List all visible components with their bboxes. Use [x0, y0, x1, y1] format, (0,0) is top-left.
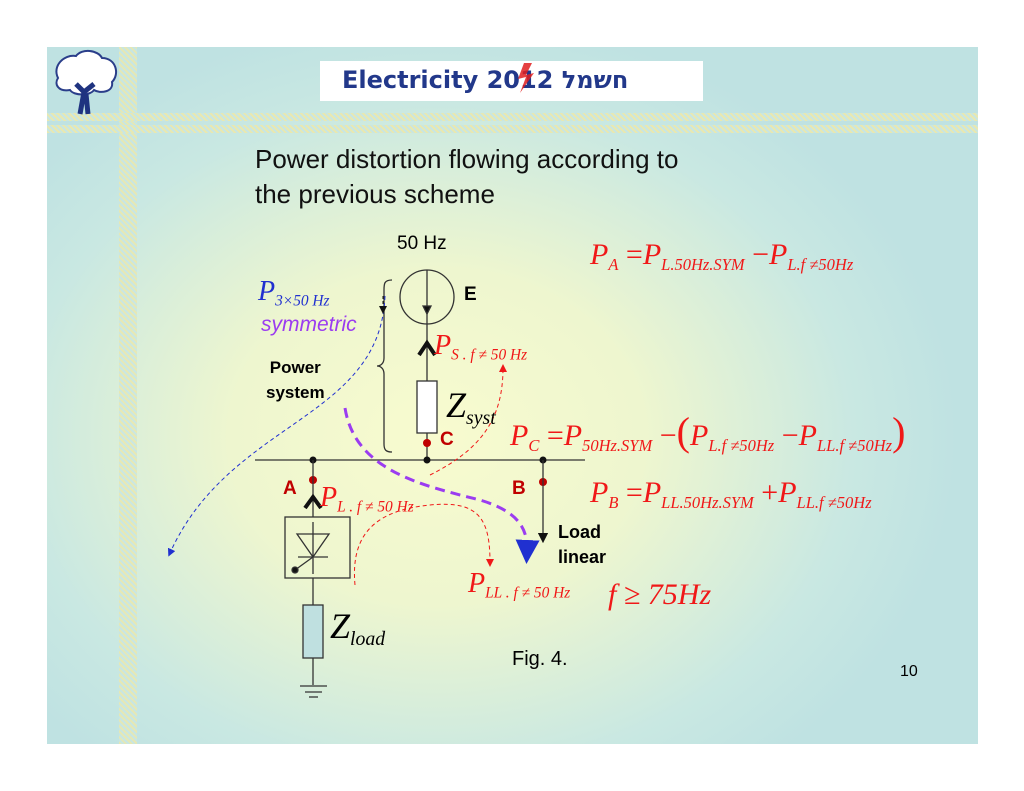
flow-harmonic-load-arrow — [353, 503, 494, 586]
z-load-label: Zload — [330, 606, 386, 650]
title-line: Power distortion flowing according to — [255, 144, 679, 174]
figure-caption: Fig. 4. — [512, 648, 568, 670]
node-c-label: C — [440, 429, 454, 450]
p-3x50-label: P3×50 Hz — [258, 276, 330, 310]
equation-pa: PA =PL.50Hz.SYM −PL.f ≠50Hz — [590, 238, 854, 274]
source-frequency-label: 50 Hz — [397, 233, 447, 254]
title-line: the previous scheme — [255, 179, 495, 209]
page-number: 10 — [900, 663, 918, 680]
equation-pb: PB =PLL.50Hz.SYM +PLL.f ≠50Hz — [590, 476, 872, 512]
decorative-stripe — [47, 125, 978, 133]
decorative-stripe — [119, 47, 137, 744]
flow-3x50-arrow — [168, 295, 386, 557]
p-l-label: PL . f ≠ 50 Hz — [320, 482, 414, 516]
z-syst-label: Zsyst — [446, 385, 496, 429]
equation-pc: PC =P50Hz.SYM −(PL.f ≠50Hz −PLL.f ≠50Hz) — [510, 409, 906, 455]
symmetric-label: symmetric — [261, 313, 357, 336]
logo-banner: Electricity 2012 חשמל — [320, 61, 703, 101]
load-branch — [284, 460, 351, 698]
slide-title: Power distortion flowing according to th… — [255, 142, 678, 212]
flow-symmetric-arrow — [343, 407, 540, 564]
node-b-label: B — [512, 478, 526, 499]
tree-logo-icon — [55, 50, 118, 115]
p-s-label: PS . f ≠ 50 Hz — [434, 330, 528, 364]
flow-harmonic-source-arrow — [429, 364, 507, 476]
p-ll-label: PLL . f ≠ 50 Hz — [468, 568, 571, 602]
frequency-condition: f ≥ 75Hz — [608, 578, 712, 611]
node-a-label: A — [283, 478, 297, 499]
decorative-stripe — [47, 113, 978, 121]
thyristor-icon — [284, 516, 351, 579]
source-branch — [376, 269, 455, 460]
source-label: E — [464, 284, 477, 305]
slide — [47, 47, 978, 744]
